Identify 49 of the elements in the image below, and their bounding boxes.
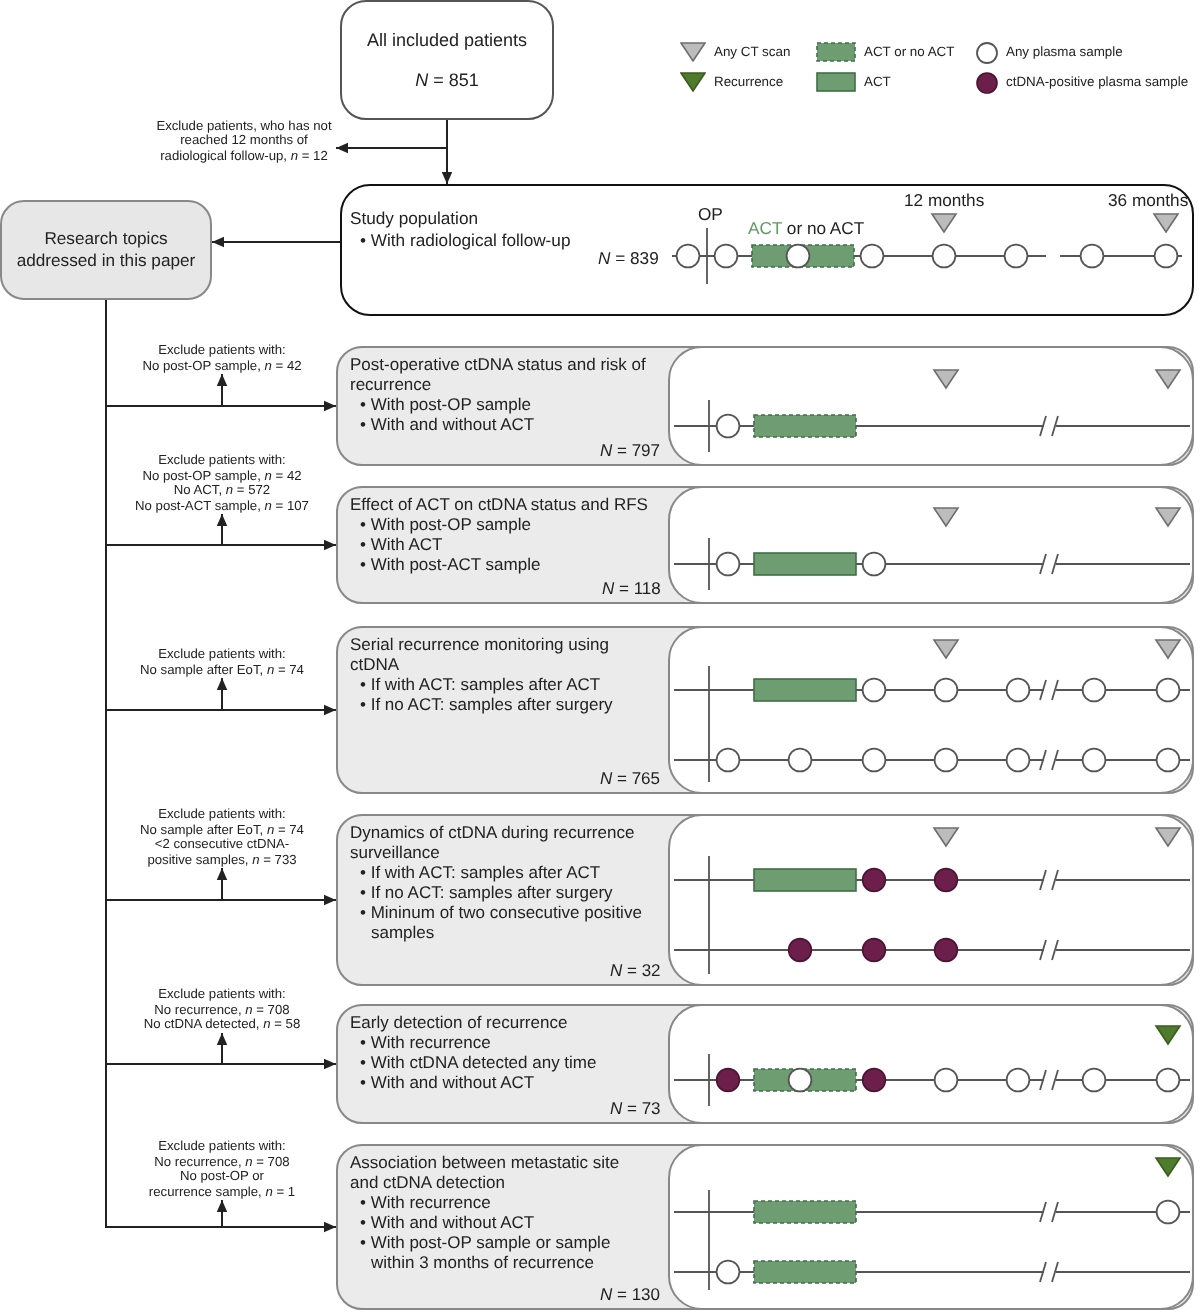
criteria-item: • With recurrence	[358, 1192, 493, 1212]
topic-box	[336, 814, 1194, 986]
criteria-item: • With ACT	[358, 534, 445, 554]
section-title: Early detection of recurrence	[350, 1012, 570, 1032]
timeline-label: ACT or no ACT	[748, 218, 865, 238]
patient-count: N = 851	[415, 69, 479, 91]
section-title: Post-operative ctDNA status and risk of recurrence	[350, 354, 648, 394]
header-box	[0, 200, 212, 300]
patient-count: N = 118	[602, 578, 661, 598]
topic-box	[336, 626, 1194, 794]
patient-count: N = 130	[600, 1284, 661, 1304]
section-title: Dynamics of ctDNA during recurrence surveillance	[350, 822, 637, 862]
section-title: Study population	[350, 208, 479, 228]
flow-arrow	[211, 236, 341, 248]
study-box	[340, 184, 1194, 316]
topic-box	[336, 346, 1194, 466]
patient-count: N = 32	[610, 960, 661, 980]
criteria-item: • If with ACT: samples after ACT	[358, 674, 603, 694]
criteria-item: • Mininum of two consecutive positive samples	[358, 902, 644, 942]
patient-count: N = 839	[598, 248, 659, 268]
criteria-item: • With ctDNA detected any time	[358, 1052, 599, 1072]
section-title: Association between metastatic site and ctDNA detection	[350, 1152, 622, 1192]
box-title: Research topics addressed in this paper	[14, 228, 198, 272]
criteria-item: • With and without ACT	[358, 1072, 537, 1092]
criteria-item: • With and without ACT	[358, 1212, 537, 1232]
timeline-label: 12 months	[904, 189, 985, 209]
topic-box	[336, 1144, 1194, 1310]
flow-arrow	[335, 119, 448, 154]
topic-box	[336, 1004, 1194, 1124]
criteria-item: • If no ACT: samples after surgery	[358, 694, 615, 714]
timeline-label: OP	[698, 204, 723, 224]
patient-count: N = 797	[600, 440, 661, 460]
section-title: Effect of ACT on ctDNA status and RFS	[350, 494, 650, 514]
criteria-item: • With post-ACT sample	[358, 554, 543, 574]
criteria-item: • With radiological follow-up	[358, 230, 571, 250]
criteria-item: • With recurrence	[358, 1032, 493, 1052]
criteria-item: • With and without ACT	[358, 414, 537, 434]
criteria-item: • With post-OP sample or sample within 3 months of recurrence	[358, 1232, 613, 1272]
box-title: All included patients	[366, 29, 528, 51]
criteria-item: • If with ACT: samples after ACT	[358, 862, 603, 882]
criteria-item: • With post-OP sample	[358, 394, 533, 414]
patient-count: N = 73	[610, 1098, 661, 1118]
criteria-item: • With post-OP sample	[358, 514, 533, 534]
process-box	[340, 0, 554, 120]
patient-count: N = 765	[600, 768, 661, 788]
section-title: Serial recurrence monitoring using ctDNA	[350, 634, 611, 674]
criteria-item: • If no ACT: samples after surgery	[358, 882, 615, 902]
topic-box	[336, 486, 1194, 604]
timeline-label: 36 months	[1108, 189, 1189, 209]
